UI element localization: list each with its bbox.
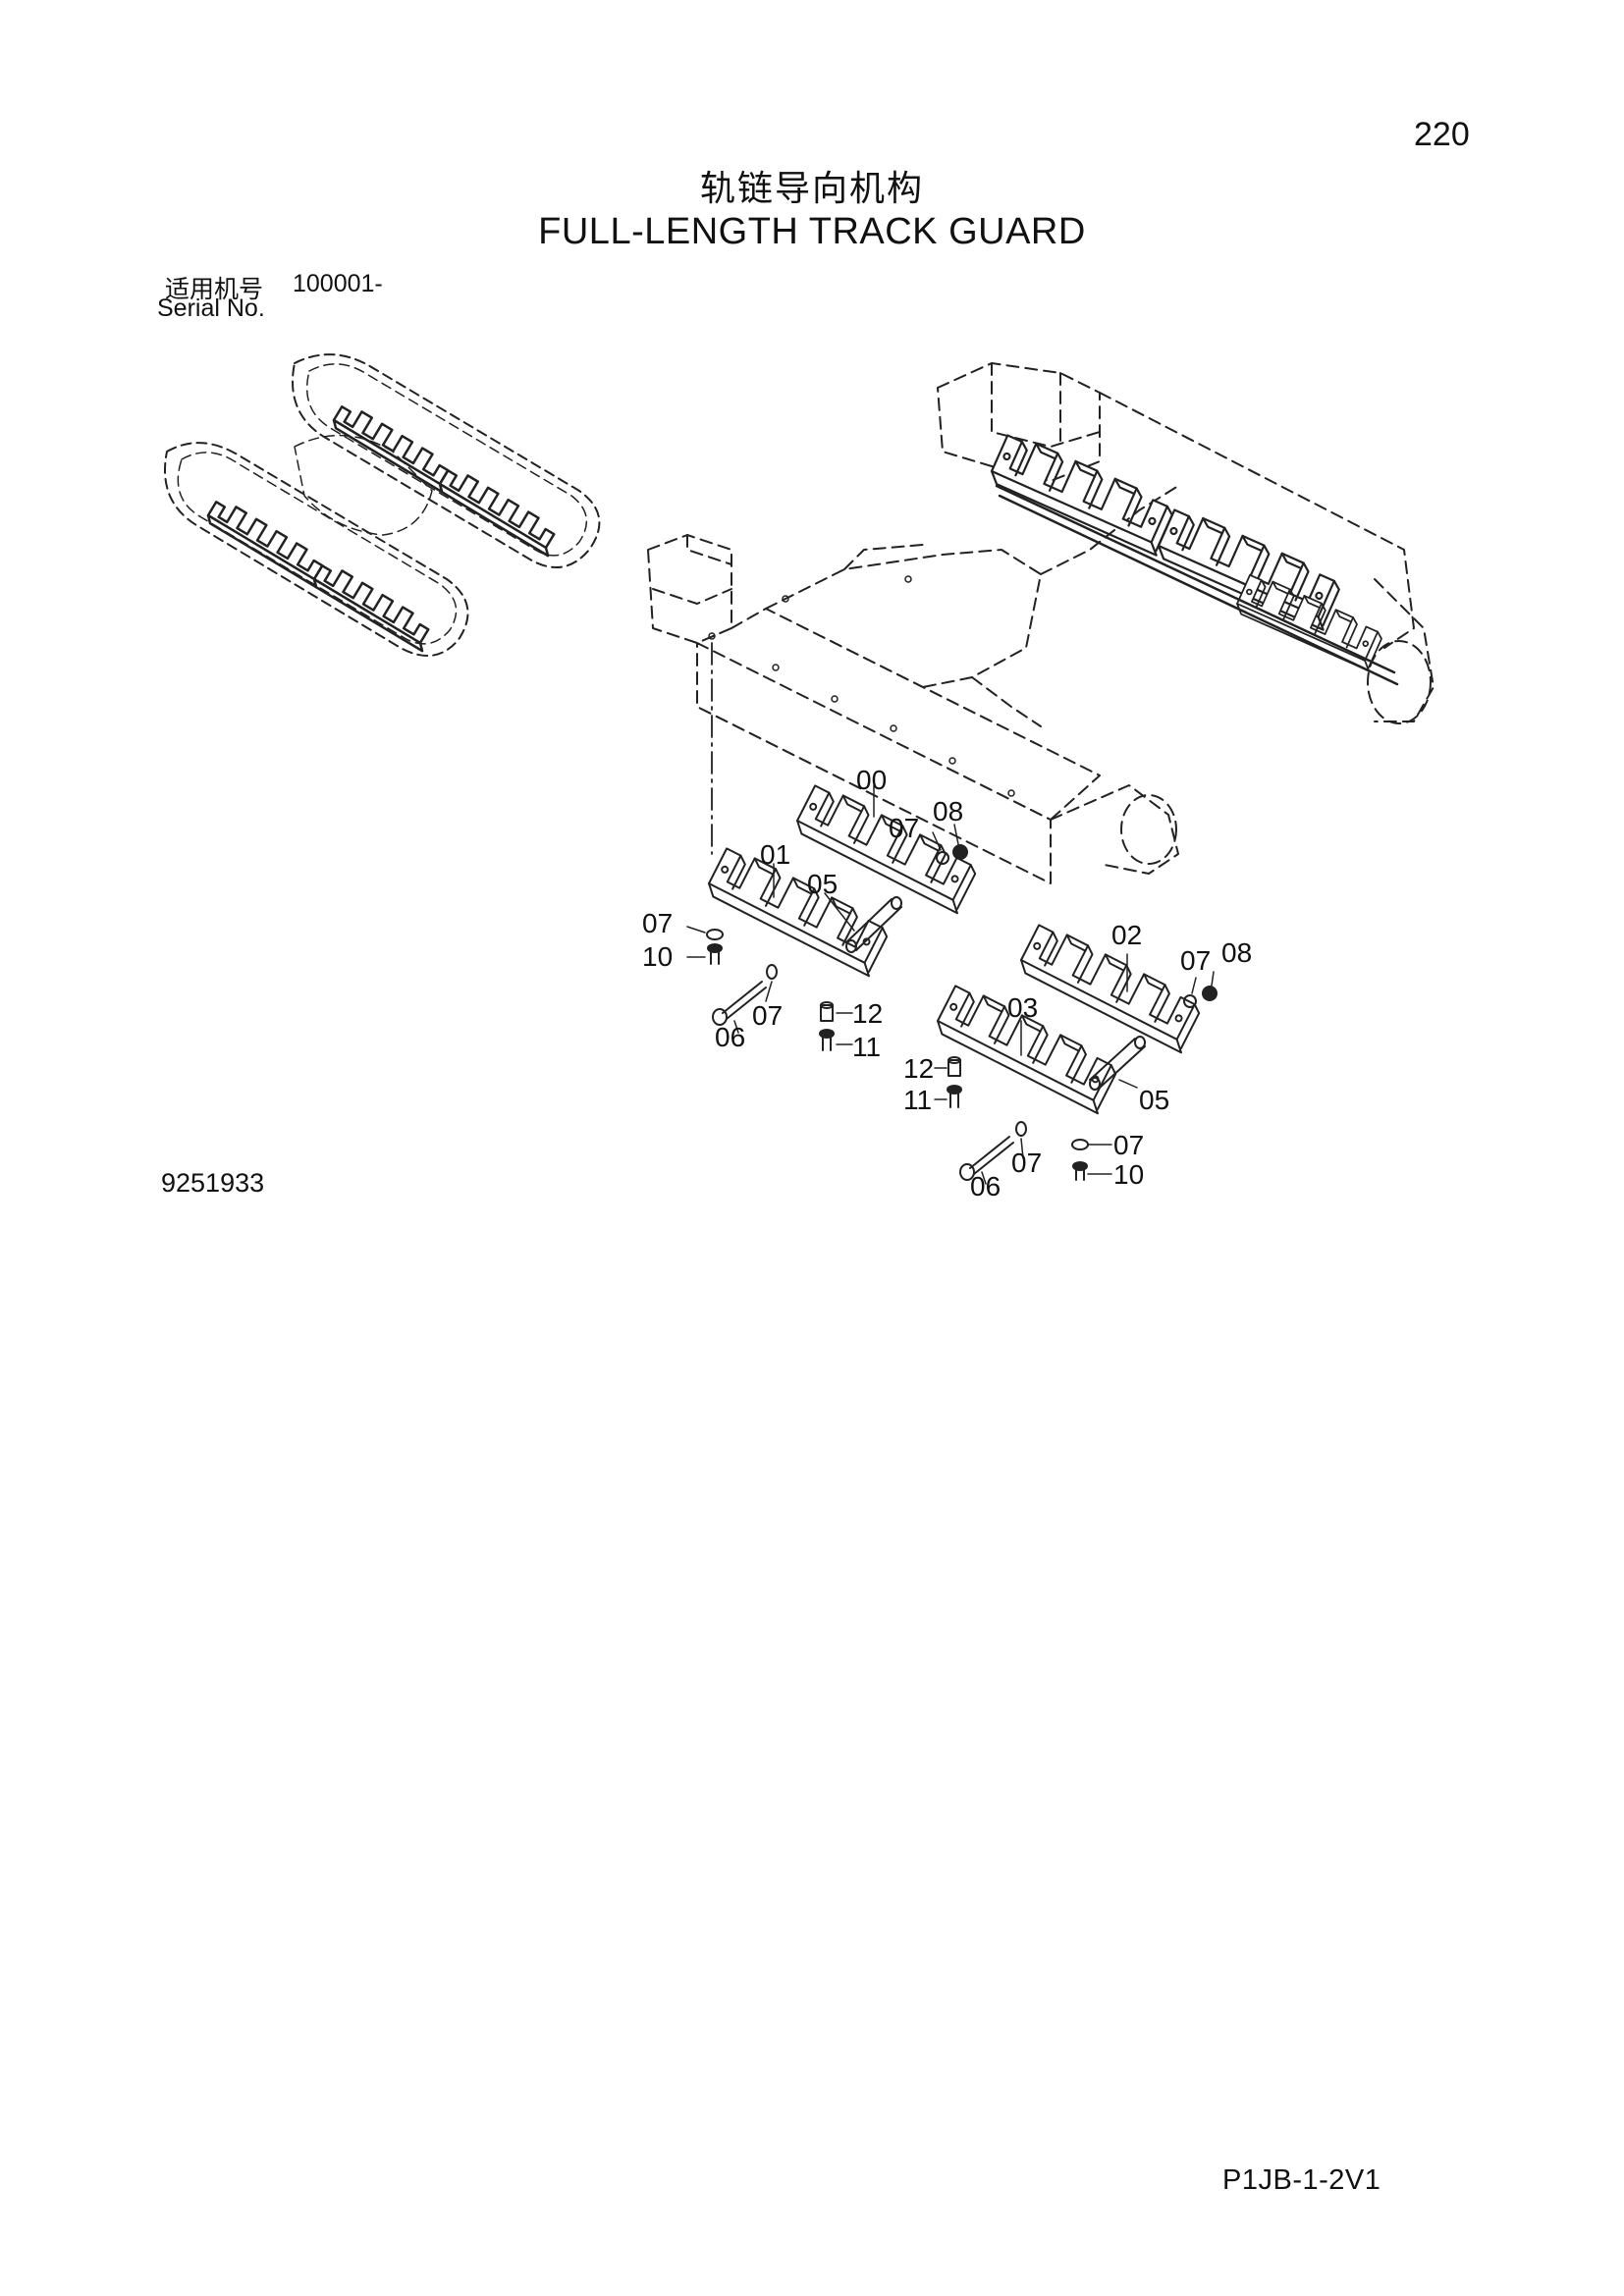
page-title: FULL-LENGTH TRACK GUARD [538, 211, 1086, 252]
serial-label-chinese: 适用机号 [165, 275, 264, 303]
callout-07: 07 [889, 813, 919, 843]
callout-05: 05 [807, 869, 838, 899]
callout-00: 00 [856, 765, 887, 795]
callout-07: 07 [1113, 1130, 1144, 1160]
serial-range: 100001- [293, 270, 383, 297]
overview-drawing [164, 353, 601, 657]
callout-labels: 00 07 08 01 05 07 10 07 06 12 11 02 07 0… [642, 765, 1252, 1201]
drawing-number: 9251933 [161, 1168, 265, 1198]
serial-label: Serial No. [157, 294, 265, 322]
installed-guards [986, 430, 1399, 686]
page-code: P1JB-1-2V1 [1222, 2164, 1381, 2196]
callout-05: 05 [1139, 1085, 1169, 1115]
callout-07: 07 [1011, 1148, 1042, 1178]
page-number: 220 [1414, 116, 1470, 153]
callout-01: 01 [760, 839, 790, 870]
callout-12: 12 [903, 1053, 934, 1084]
callout-06: 06 [715, 1022, 745, 1052]
lower-frame-drawing [647, 362, 1435, 884]
callout-07: 07 [752, 1000, 783, 1031]
callout-11: 11 [852, 1032, 881, 1062]
callout-11: 11 [903, 1085, 932, 1115]
callout-08: 08 [1221, 937, 1252, 968]
callout-06: 06 [970, 1171, 1001, 1201]
callout-08: 08 [933, 796, 963, 827]
callout-07: 07 [1180, 945, 1211, 976]
page-title-chinese: 轨链导向机构 [699, 169, 924, 209]
callout-07: 07 [642, 908, 673, 938]
exploded-group-1 [686, 780, 983, 1051]
callout-10: 10 [642, 941, 673, 972]
callout-02: 02 [1111, 920, 1142, 950]
exploded-group-2 [932, 920, 1218, 1185]
callout-12: 12 [852, 998, 883, 1029]
callout-10: 10 [1113, 1159, 1144, 1190]
callout-03: 03 [1007, 992, 1038, 1023]
